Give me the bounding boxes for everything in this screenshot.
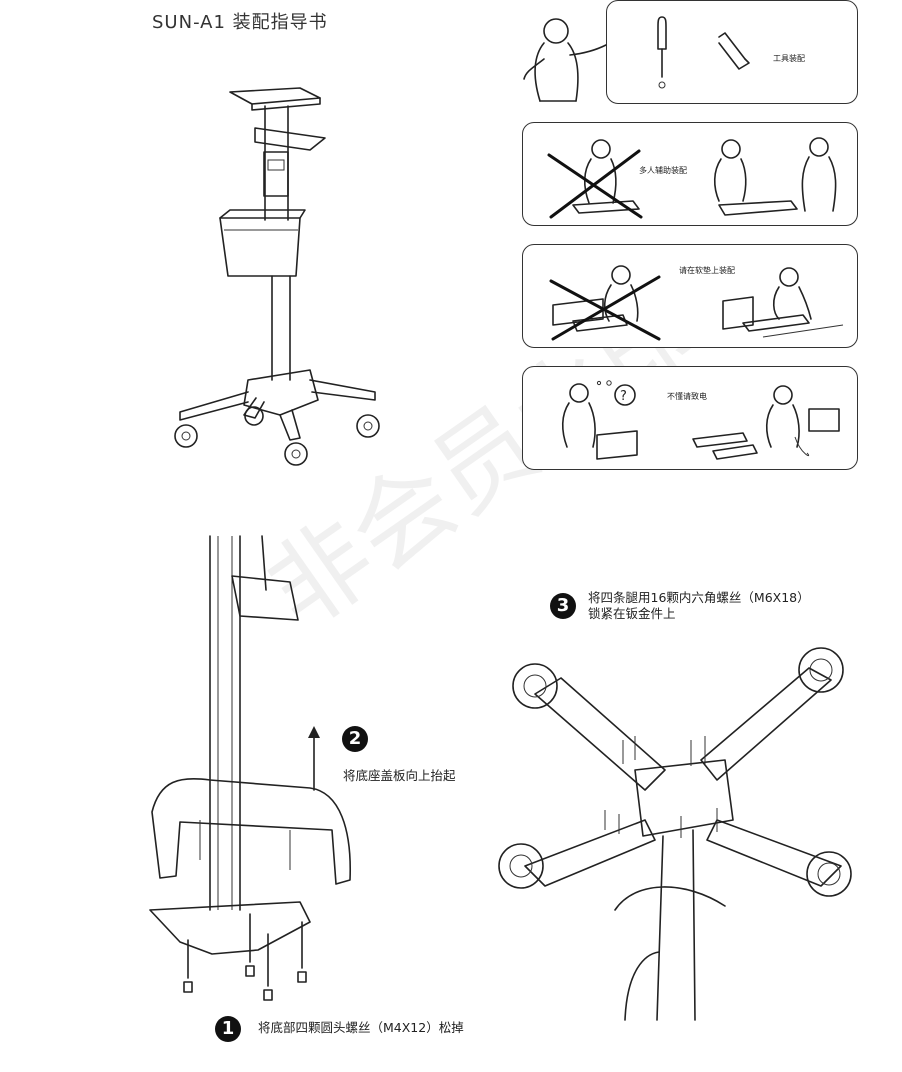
assembly-hard-floor-crossed: [549, 265, 661, 341]
step-1-number: 1: [215, 1016, 241, 1042]
cart-illustration: [174, 87, 380, 466]
panel-soft-mat-label: 请在软垫上装配: [679, 266, 735, 275]
panel-tools: 工具装配: [606, 0, 858, 104]
step-1-text: 将底部四颗圆头螺丝（M4X12）松掉: [258, 1020, 464, 1035]
panel-tools-label: 工具装配: [773, 54, 805, 63]
assembly-soft-mat: [722, 267, 844, 338]
hex-key-icon: [718, 32, 750, 70]
step-2-text: 将底座盖板向上抬起: [343, 768, 456, 783]
step-3-number: 3: [550, 593, 576, 619]
figure-confused: ?: [561, 380, 638, 460]
svg-text:?: ?: [620, 389, 627, 404]
panel-multi-person-label: 多人辅助装配: [639, 166, 687, 175]
arrow-up-icon: [308, 726, 320, 791]
panel-soft-mat: 请在软垫上装配: [522, 244, 858, 348]
figure-alone-crossed: [547, 139, 643, 219]
page-title: SUN-A1 装配指导书: [152, 12, 328, 33]
base-legs-illustration: [498, 647, 852, 1021]
step-3-text-line2: 锁紧在钣金件上: [588, 606, 676, 621]
figures-together: [713, 137, 837, 216]
panel-call-support-label: 不懂请致电: [667, 392, 707, 401]
step-3-text-line1: 将四条腿用16颗内六角螺丝（M6X18）: [588, 590, 810, 605]
step-2-number: 2: [342, 726, 368, 752]
panel-call-support: 不懂请致电 ?: [522, 366, 858, 470]
panel-multi-person: 多人辅助装配: [522, 122, 858, 226]
base-cover-illustration: [149, 535, 351, 1001]
screwdriver-icon: [657, 16, 667, 89]
figure-phone-call: [692, 385, 840, 460]
figure-thinking: [523, 18, 607, 102]
